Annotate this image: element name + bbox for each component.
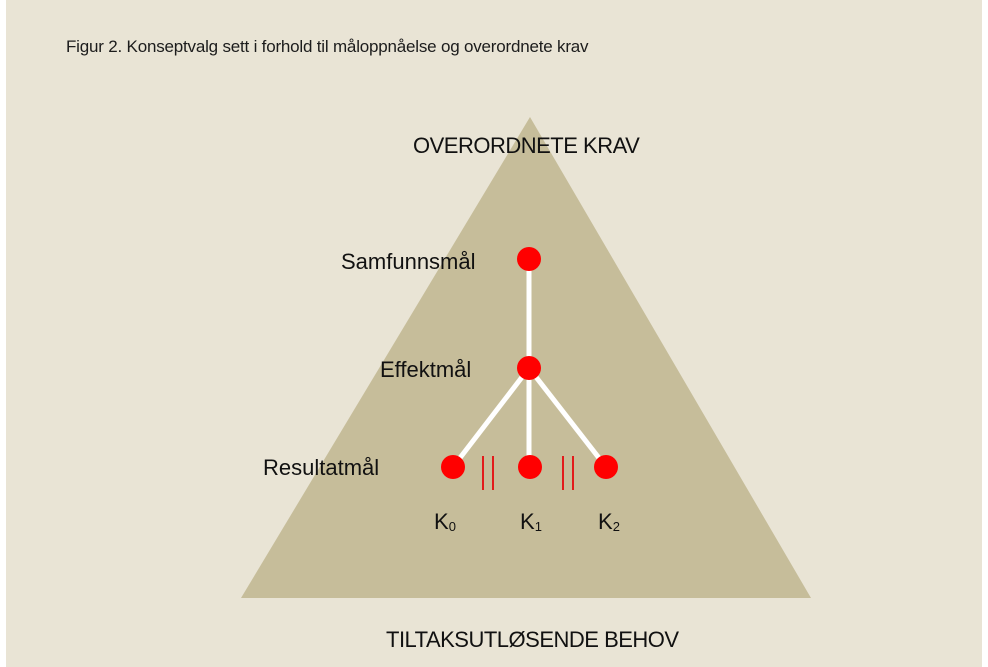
figure-caption: Figur 2. Konseptvalg sett i forhold til … — [66, 37, 589, 56]
concept-subscript: 0 — [448, 519, 456, 534]
connector-effekt-k0 — [451, 366, 531, 469]
concept-letter: K — [598, 509, 613, 534]
equal-separator-right-a — [562, 456, 564, 490]
connector-effekt-k2 — [527, 366, 608, 469]
concept-label-k0: K0 — [434, 509, 456, 535]
equal-separator-left-a — [482, 456, 484, 490]
concept-label-k2: K2 — [598, 509, 620, 535]
bottom-label: TILTAKSUTLØSENDE BEHOV — [386, 627, 679, 652]
label-resultatmal: Resultatmål — [263, 455, 380, 480]
node-samfunnsmal — [517, 247, 541, 271]
concept-subscript: 2 — [612, 519, 620, 534]
node-k1 — [518, 455, 542, 479]
label-samfunnsmal: Samfunnsmål — [341, 249, 476, 274]
concept-label-k1: K1 — [520, 509, 542, 535]
node-k2 — [594, 455, 618, 479]
concept-letter: K — [434, 509, 449, 534]
concept-letter: K — [520, 509, 535, 534]
equal-separator-right-b — [572, 456, 574, 490]
node-k0 — [441, 455, 465, 479]
top-label: OVERORDNETE KRAV — [413, 133, 640, 158]
left-border — [0, 0, 6, 667]
right-border — [982, 0, 988, 667]
node-effektmal — [517, 356, 541, 380]
concept-subscript: 1 — [534, 519, 542, 534]
label-effektmal: Effektmål — [380, 357, 472, 382]
equal-separator-left-b — [492, 456, 494, 490]
